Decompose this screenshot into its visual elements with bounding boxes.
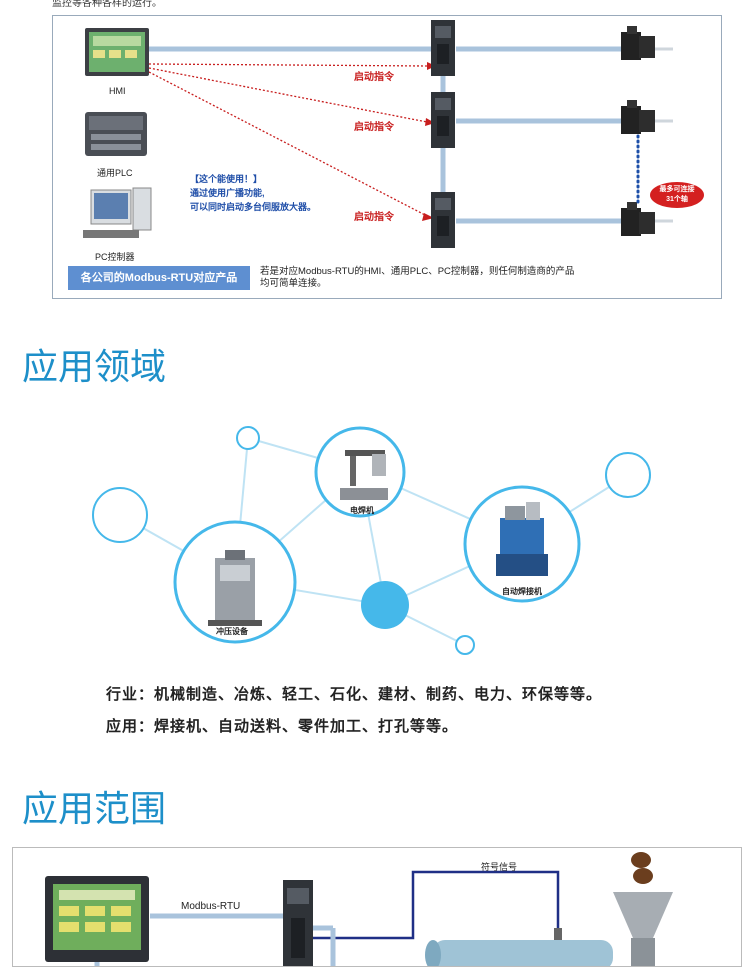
servo-amp-2 — [431, 92, 455, 148]
servo-motor-2 — [621, 100, 655, 134]
signal-cable — [313, 870, 560, 940]
scope-hmi-device — [45, 876, 149, 962]
max-axes-line: 最多可连接 — [659, 186, 695, 193]
compatibility-note-line: 若是对应Modbus-RTU的HMI、通用PLC、PC控制器，则任何制造商的产品 — [260, 266, 575, 277]
servo-amp-3 — [431, 192, 455, 248]
broadcast-note-line: 通过使用广播功能, — [190, 188, 265, 198]
signal-label: 符号信号 — [481, 862, 518, 872]
application-scope-drawing — [45, 852, 673, 966]
compatibility-note: 若是对应Modbus-RTU的HMI、通用PLC、PC控制器，则任何制造商的产品… — [260, 266, 574, 290]
pc-label: PC控制器 — [95, 252, 135, 262]
section-title-application-scope: 应用范围 — [22, 789, 167, 829]
broadcast-note-line: 【这个能使用！】 — [190, 174, 263, 184]
scope-servo-amp — [283, 880, 313, 966]
servo-motor-3 — [621, 202, 655, 236]
section-title-application-fields: 应用领域 — [22, 347, 167, 387]
auto-welder-node — [463, 485, 581, 603]
network-hub — [361, 581, 409, 629]
max-axes-line: 31个轴 — [666, 196, 688, 203]
servo-amp-1 — [431, 20, 455, 76]
broadcast-diagram-drawing — [83, 20, 673, 248]
command-label-2: 启动指令 — [354, 122, 394, 133]
application-network-drawing: 电焊机 自动焊接机 冲压设备 — [92, 426, 651, 655]
application-network: 电焊机 自动焊接机 冲压设备 — [0, 410, 750, 670]
press-node — [173, 520, 297, 644]
industry-line: 行业：机械制造、冶炼、轻工、石化、建材、制药、电力、环保等等。 — [106, 686, 603, 703]
welder-node — [314, 426, 406, 518]
network-node-empty — [92, 487, 148, 543]
plc-device — [85, 112, 147, 156]
broadcast-note: 【这个能使用！】 通过使用广播功能, 可以同时启动多台伺服放大器。 — [190, 172, 316, 214]
servo-motors — [621, 26, 655, 236]
pc-device — [83, 187, 152, 238]
compatibility-note-line: 均可简单连接。 — [260, 278, 327, 289]
application-line: 应用：焊接机、自动送料、零件加工、打孔等等。 — [106, 718, 459, 735]
command-lines — [148, 63, 428, 217]
network-node-small — [236, 426, 260, 450]
top-caption: 监控等各种各样的运行。 — [52, 0, 162, 9]
welder-label: 电焊机 — [350, 505, 374, 515]
network-node-small — [455, 635, 475, 655]
hmi-label: HMI — [109, 86, 126, 96]
sensor — [554, 928, 562, 950]
broadcast-diagram: HMI 通用PLC PC控制器 启动指令 启动指令 启动指令 【这个能使用！】 … — [52, 15, 722, 299]
hopper — [613, 852, 673, 966]
vendor-products-badge: 各公司的Modbus-RTU对应产品 — [68, 266, 250, 290]
hmi-device — [85, 28, 149, 76]
command-label-3: 启动指令 — [354, 212, 394, 223]
press-label: 冲压设备 — [216, 626, 249, 636]
auto-welder-label: 自动焊接机 — [502, 586, 542, 596]
application-scope-diagram: Modbus-RTU 符号信号 — [12, 847, 742, 967]
modbus-rtu-label: Modbus-RTU — [181, 901, 241, 912]
network-node-empty — [605, 452, 651, 498]
command-label-1: 启动指令 — [354, 72, 394, 83]
servo-amplifiers — [431, 20, 455, 248]
servo-motor-1 — [621, 26, 655, 60]
max-axes-badge: 最多可连接 31个轴 — [650, 182, 704, 208]
plc-label: 通用PLC — [97, 168, 133, 178]
broadcast-note-line: 可以同时启动多台伺服放大器。 — [190, 202, 317, 212]
conveyor — [425, 940, 613, 966]
